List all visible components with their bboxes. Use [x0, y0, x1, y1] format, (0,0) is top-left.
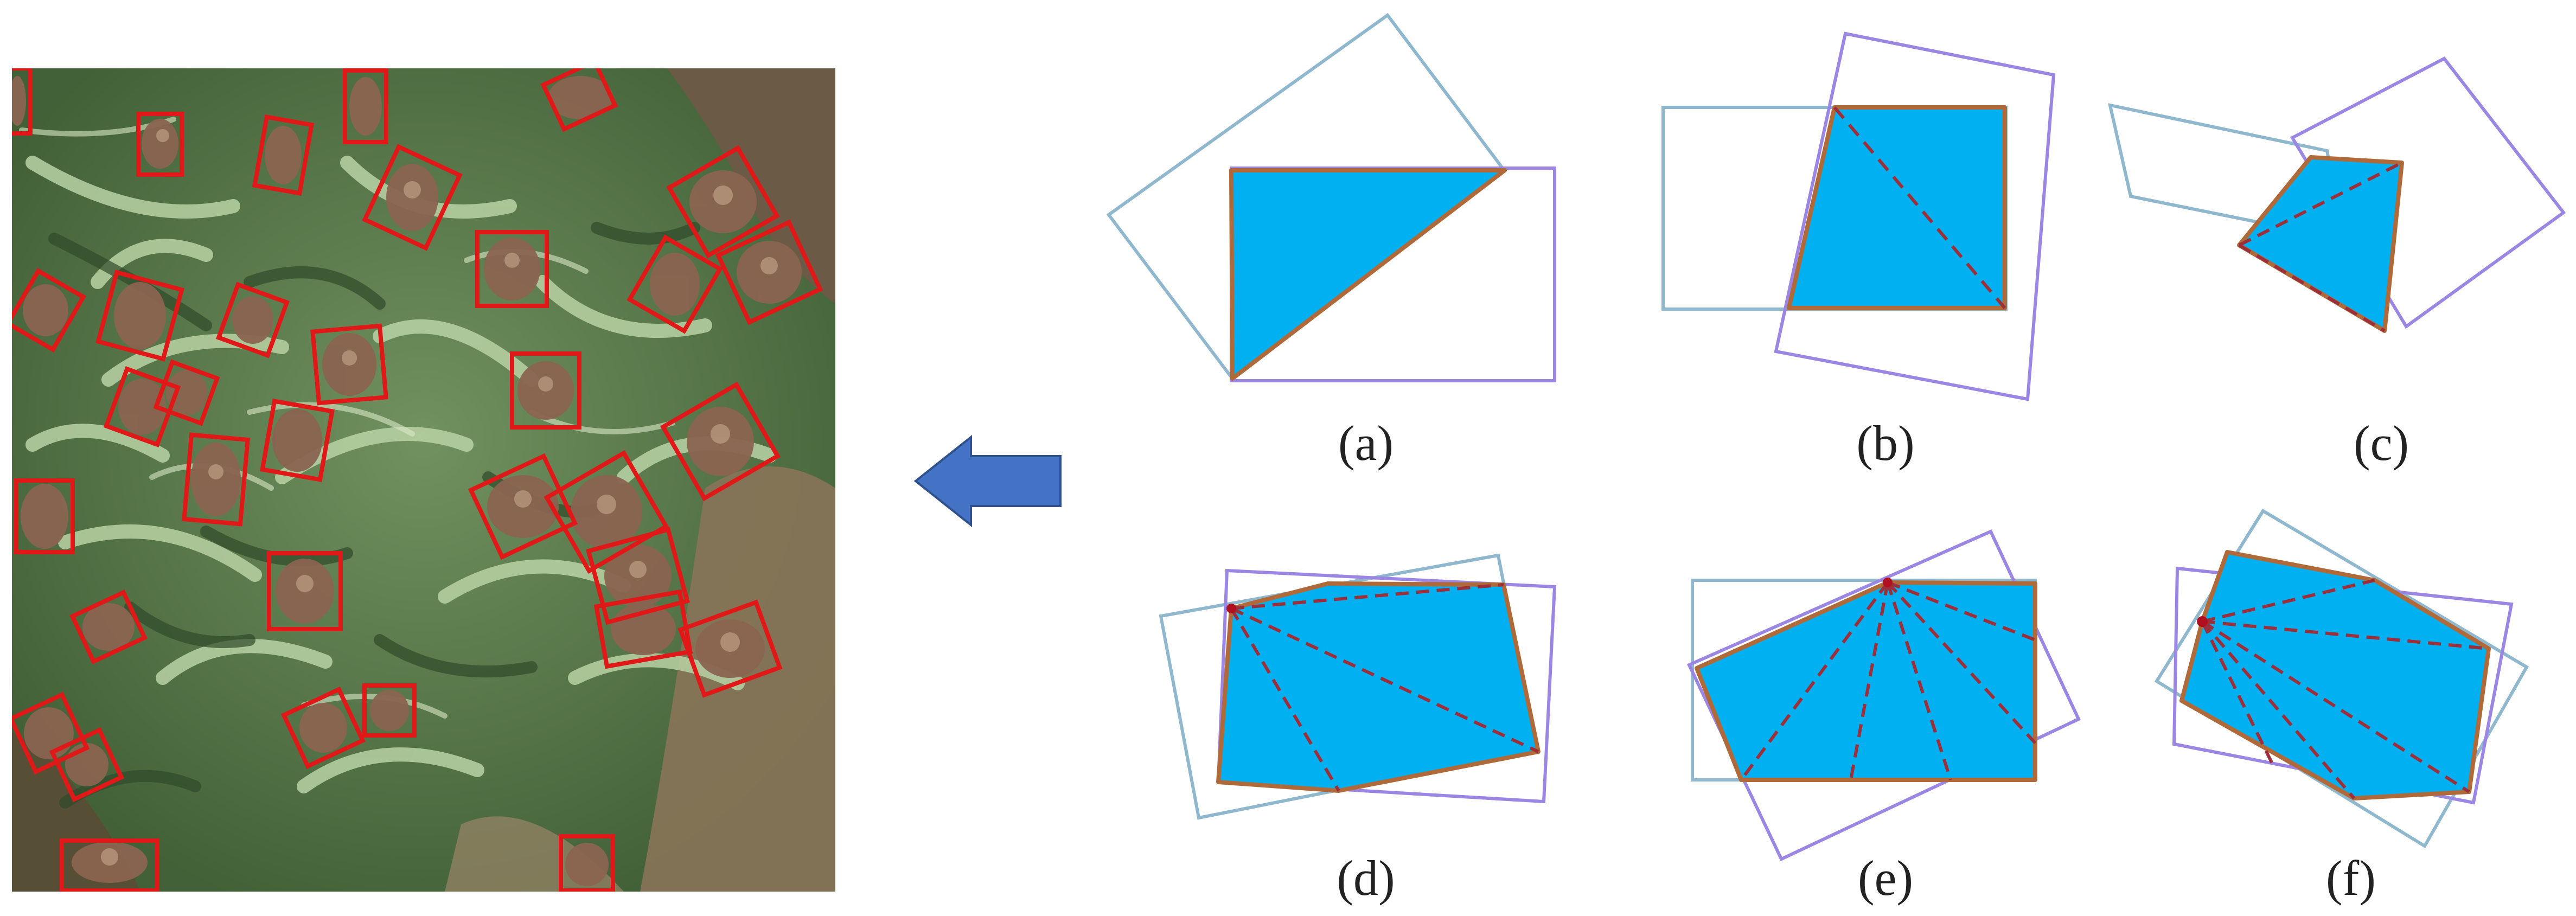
detection-box — [136, 112, 184, 177]
field-photo — [12, 68, 835, 892]
triangulation-line — [1887, 581, 2036, 642]
detection-box — [14, 478, 75, 554]
triangulation-line — [2238, 244, 2386, 332]
intersection-polygon — [1229, 168, 1507, 381]
triangulation-line — [2201, 620, 2274, 766]
intersection-polygon — [1695, 580, 2037, 782]
triangulation-line — [1886, 582, 1952, 780]
panel-label-c: (c) — [2354, 415, 2409, 471]
triangulation-line — [1886, 581, 2037, 745]
detection-box — [95, 270, 184, 362]
detection-box — [362, 144, 463, 251]
detection-box — [544, 450, 669, 574]
detection-box — [252, 114, 315, 196]
detection-box — [153, 359, 220, 426]
detection-box — [267, 551, 343, 631]
triangulation-line — [2201, 620, 2470, 793]
detection-box — [677, 599, 783, 698]
detection-box — [586, 527, 690, 625]
rect-b-outline — [1774, 31, 2056, 401]
panel-f: (f) — [2154, 508, 2529, 906]
detection-box — [12, 68, 33, 136]
rect-b-outline — [2172, 566, 2514, 805]
detection-box — [559, 834, 615, 892]
panel-label-b: (b) — [1856, 415, 1914, 471]
intersection-polygon — [2237, 155, 2404, 333]
detection-box — [540, 68, 618, 132]
detection-box — [510, 351, 581, 430]
detection-box — [69, 590, 148, 664]
panel-a: (a) — [1106, 12, 1556, 471]
triangulation-line — [2201, 620, 2356, 799]
panel-e: (e) — [1686, 529, 2081, 906]
detection-box — [310, 323, 388, 406]
panel-d: (d) — [1159, 553, 1557, 906]
detection-box — [593, 589, 693, 669]
vertex-marker — [1883, 578, 1893, 587]
detection-box — [280, 686, 366, 770]
detection-box — [362, 683, 417, 738]
triangulation-line — [2202, 620, 2489, 650]
detection-box — [666, 145, 780, 259]
triangulation-line — [2202, 579, 2375, 623]
detection-box — [343, 68, 388, 144]
detection-box — [103, 366, 181, 447]
detection-box — [12, 691, 90, 775]
detection-box — [182, 432, 250, 527]
rect-b-outline — [1686, 529, 2081, 861]
detection-boxes — [12, 68, 823, 892]
detection-box — [60, 838, 159, 892]
detection-box — [260, 398, 335, 483]
panel-label-e: (e) — [1858, 850, 1913, 906]
detection-box — [627, 234, 723, 334]
panel-b: (b) — [1661, 31, 2056, 471]
vertex-marker — [1226, 604, 1236, 613]
intersection-polygon — [2179, 550, 2491, 800]
panel-label-a: (a) — [1338, 415, 1394, 471]
arrow-left-icon — [913, 434, 1062, 528]
triangulation-line — [1849, 582, 1889, 780]
detection-box — [12, 268, 87, 353]
detection-box — [475, 230, 549, 308]
vertex-marker — [2197, 616, 2208, 627]
detection-box — [49, 727, 125, 803]
triangulation-line — [2238, 161, 2403, 247]
panel-c: (c) — [2108, 56, 2566, 471]
detection-box — [215, 281, 290, 358]
detection-box — [660, 381, 781, 502]
panel-label-d: (d) — [1337, 850, 1395, 906]
triangulation-line — [1230, 607, 1539, 753]
detection-box — [715, 219, 823, 325]
rect-b-outline — [1216, 568, 1557, 804]
intersection-polygon — [1216, 581, 1541, 793]
panel-label-f: (f) — [2326, 850, 2376, 906]
triangulation-line — [1230, 607, 1340, 792]
triangulation-line — [1231, 583, 1504, 610]
